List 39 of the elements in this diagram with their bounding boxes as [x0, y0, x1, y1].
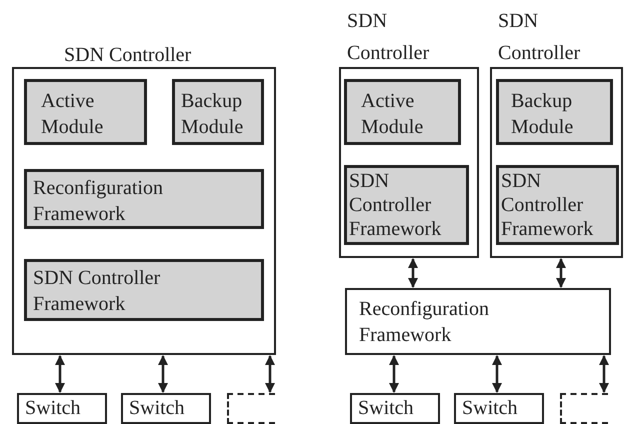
module-box	[496, 79, 613, 145]
double-arrow	[389, 355, 399, 393]
controller-heading: SDN Controller	[347, 9, 430, 66]
box-label: Switch	[25, 396, 82, 421]
double-arrow	[408, 258, 418, 288]
box-label: Active Module	[361, 89, 424, 140]
box-label: Backup Module	[181, 89, 244, 140]
switch-box	[121, 393, 211, 424]
module-box	[24, 259, 264, 321]
controller-heading: SDN Controller	[498, 9, 582, 66]
switch-box	[350, 393, 440, 424]
double-arrow	[158, 355, 168, 393]
module-box	[172, 79, 264, 145]
double-arrow	[599, 355, 609, 393]
box-label: SDN Controller Framework	[349, 169, 442, 241]
box-label: Switch	[358, 396, 415, 421]
placeholder-box	[560, 393, 608, 424]
box-label: Reconfiguration Framework	[359, 297, 490, 348]
double-arrow	[556, 258, 566, 288]
box-label: SDN Controller Framework	[501, 169, 594, 241]
placeholder-box	[227, 393, 275, 424]
box-label: SDN Controller Framework	[33, 266, 162, 317]
box-label: Switch	[129, 396, 186, 421]
box-label: Reconfiguration Framework	[33, 176, 164, 227]
module-box	[496, 165, 619, 245]
double-arrow	[265, 355, 275, 393]
module-box	[344, 165, 469, 245]
box-label: Active Module	[41, 89, 104, 140]
module-box	[24, 79, 147, 145]
module-box	[344, 79, 461, 145]
double-arrow	[55, 355, 65, 393]
box-label: Backup Module	[511, 89, 574, 140]
module-box	[24, 169, 264, 229]
switch-box	[454, 393, 544, 424]
box-label: Switch	[462, 396, 519, 421]
switch-box	[17, 393, 107, 424]
controller-heading: SDN Controller	[64, 43, 192, 68]
double-arrow	[492, 355, 502, 393]
framework-box	[345, 288, 611, 355]
